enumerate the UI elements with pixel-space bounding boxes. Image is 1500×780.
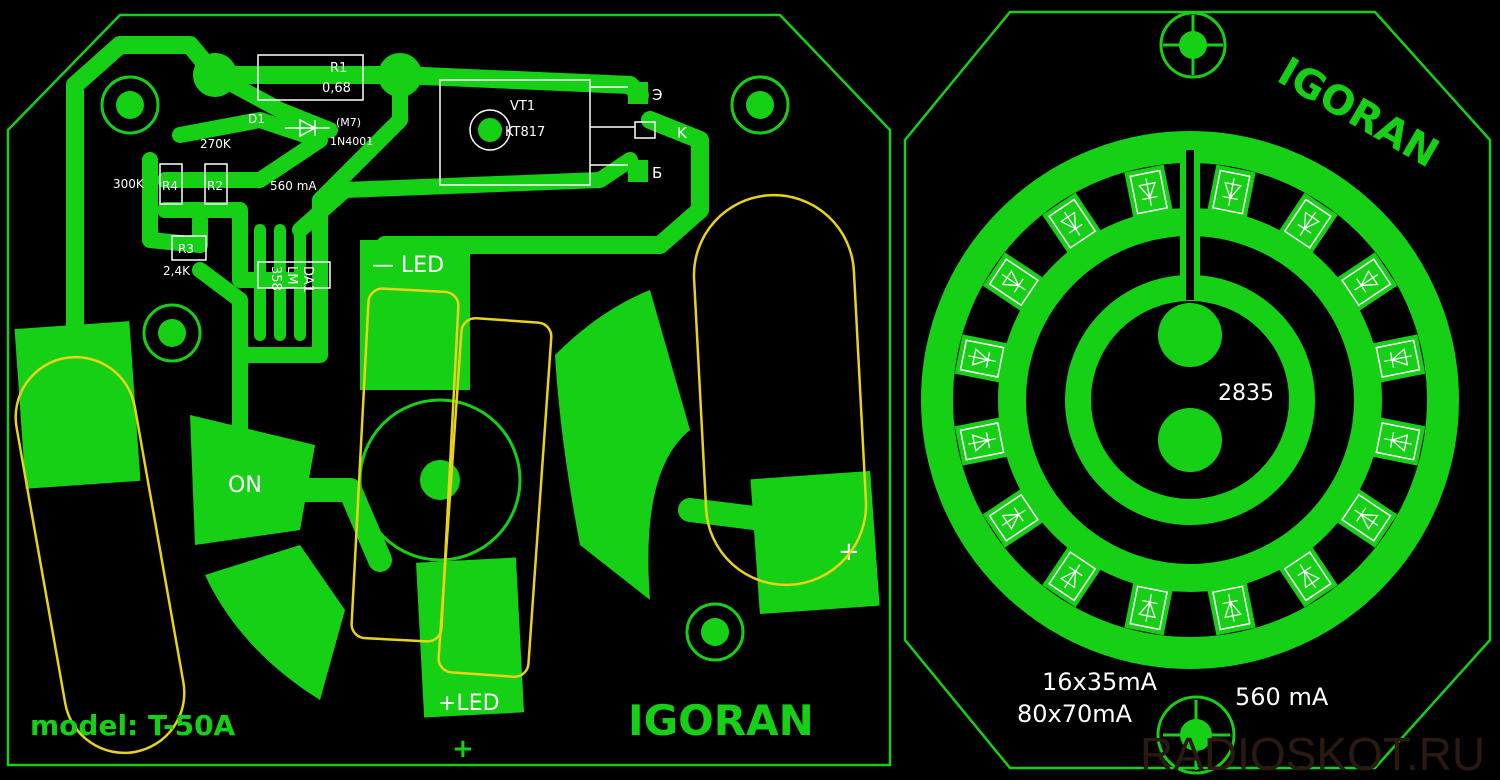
- vt1-value: KT817: [505, 125, 545, 140]
- right-current-label: 560 mA: [1235, 683, 1329, 711]
- da1-line2: 358: [268, 266, 283, 291]
- vt1-ref: VT1: [510, 99, 535, 114]
- mounting-hole: [100, 75, 160, 135]
- led-2835: [1207, 580, 1256, 636]
- da1-ref: DA1: [300, 266, 315, 293]
- led-2835: [1124, 580, 1173, 636]
- r4-value: 300K: [113, 177, 145, 191]
- r3-ref: R3: [178, 242, 194, 256]
- r1-value: 0,68: [322, 81, 351, 96]
- right-board: 2835 IGORAN 16x35mA 80x70mA 560 mA: [903, 10, 1492, 775]
- mounting-hole: [142, 303, 202, 363]
- led-2835: [954, 417, 1010, 466]
- mounting-hole: [730, 75, 790, 135]
- led-ring: [954, 164, 1426, 636]
- d1-marking: (M7): [336, 116, 361, 129]
- left-board-outline: [6, 13, 892, 767]
- led-2835: [1335, 252, 1398, 313]
- vt1-pin-b: Б: [652, 164, 662, 182]
- r1-ref: R1: [330, 61, 347, 76]
- on-label: ON: [228, 473, 262, 498]
- led-2835: [1124, 164, 1173, 220]
- model-label: model: T-50A: [30, 709, 236, 742]
- led-2835: [954, 334, 1010, 383]
- led-minus-label: — LED: [372, 253, 444, 278]
- plus-sign-bottom: +: [452, 734, 474, 764]
- r4-ref: R4: [162, 179, 178, 193]
- led-2835: [1277, 545, 1338, 608]
- current-label: 560 mA: [270, 179, 317, 193]
- led-type-label: 2835: [1218, 381, 1274, 406]
- led-2835: [1042, 545, 1103, 608]
- led-2835: [1370, 334, 1426, 383]
- led-2835: [1277, 192, 1338, 255]
- spec-16x35: 16x35mA: [1042, 668, 1158, 696]
- d1-value: 1N4001: [330, 135, 373, 148]
- r3-value: 2,4K: [163, 264, 191, 278]
- led-2835: [982, 252, 1045, 313]
- right-board-outline: [903, 10, 1492, 770]
- vt1-pin-k: K: [677, 124, 688, 142]
- spec-80x70: 80x70mA: [1017, 700, 1133, 728]
- da1-line1: LM: [284, 266, 299, 284]
- led-2835: [1042, 192, 1103, 255]
- led-2835: [982, 487, 1045, 548]
- left-brand-label: IGORAN: [628, 696, 814, 745]
- led-2835: [1335, 487, 1398, 548]
- left-board: R1 0,68 D1 (M7) 1N4001 270K 300K R4 R2 5…: [6, 13, 892, 767]
- copper-traces: [14, 36, 880, 718]
- r2-value: 270K: [200, 137, 232, 151]
- led-2835: [1370, 417, 1426, 466]
- d1-ref: D1: [248, 112, 265, 126]
- led-2835: [1207, 164, 1256, 220]
- r2-ref: R2: [207, 179, 223, 193]
- mounting-hole: [1156, 695, 1236, 775]
- mounting-hole: [1159, 11, 1227, 79]
- led-plus-label: +LED: [438, 691, 500, 716]
- vt1-pin-e: Э: [652, 86, 662, 104]
- mounting-hole: [685, 602, 745, 662]
- watermark: RADIOSKOT.RU: [1140, 728, 1485, 780]
